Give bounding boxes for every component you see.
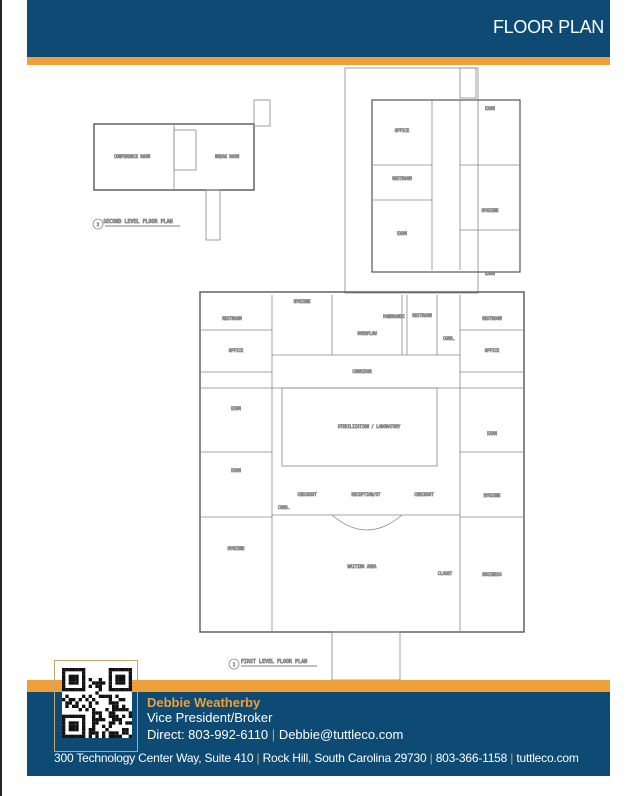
room-label: EXAM xyxy=(485,106,495,111)
header-accent-bar xyxy=(27,57,610,65)
room-label: EXAM xyxy=(485,271,495,276)
room-label: PANORAMIC xyxy=(383,314,405,319)
room-label: WAITING AREA xyxy=(348,564,377,569)
email-link[interactable]: Debbie@tuttleco.com xyxy=(278,727,404,742)
room-label: RESTROOM xyxy=(222,316,242,321)
room-label: OFFICE xyxy=(485,348,500,353)
room-label: CORR. xyxy=(278,505,290,510)
qr-code[interactable] xyxy=(62,668,132,738)
agent-name: Debbie Weatherby xyxy=(147,695,261,710)
room-label: OFFICE xyxy=(229,348,244,353)
room-label: HYGIENE xyxy=(484,493,501,498)
room-label: CORRIDOR xyxy=(352,369,372,374)
room-label: BUSINESS xyxy=(482,572,502,577)
agent-contact: Direct: 803-992-6110 | Debbie@tuttleco.c… xyxy=(147,727,404,742)
room-label: CHECKOUT xyxy=(297,492,317,497)
room-label: CONFERENCE ROOM xyxy=(114,154,151,159)
agent-title: Vice President/Broker xyxy=(147,710,273,725)
company-address: 300 Technology Center Way, Suite 410 | R… xyxy=(54,751,579,765)
room-label: STERILIZATION / LABORATORY xyxy=(338,424,401,429)
room-label: OFFICE xyxy=(395,128,410,133)
room-label: OVERFLOW xyxy=(357,331,377,336)
room-label: BREAK ROOM xyxy=(215,154,240,159)
room-label: EXAM xyxy=(231,468,241,473)
room-label: CORR. xyxy=(443,336,455,341)
room-label: EXAM xyxy=(231,406,241,411)
first-level-plan: OFFICE RESTROOM EXAM EXAM HYGIENE EXAM R… xyxy=(199,67,525,681)
first-level-title: FIRST LEVEL FLOOR PLAN xyxy=(241,659,307,665)
room-label: EXAM xyxy=(397,231,407,236)
room-label: HYGIENE xyxy=(482,208,499,213)
plan-number-marker xyxy=(228,658,240,670)
room-label: RESTROOM xyxy=(482,316,502,321)
city-state: Rock Hill, South Carolina 29730 xyxy=(262,751,427,765)
room-label: RESTROOM xyxy=(392,176,412,181)
plan-number: 2 xyxy=(97,222,100,227)
office-phone[interactable]: 803-366-1158 xyxy=(435,751,508,765)
qr-frame xyxy=(54,660,138,752)
room-label: HYGIENE xyxy=(228,546,245,551)
plan-number: 1 xyxy=(233,662,236,667)
plan-number-marker xyxy=(92,218,104,230)
direct-phone[interactable]: Direct: 803-992-6110 xyxy=(147,727,269,742)
page-title: FLOOR PLAN xyxy=(492,17,604,37)
street-address: 300 Technology Center Way, Suite 410 xyxy=(54,751,254,765)
footer-accent-bar xyxy=(27,680,610,692)
room-label: CHECKOUT xyxy=(414,492,434,497)
header-banner: FLOOR PLAN xyxy=(27,0,610,57)
room-label: HYGIENE xyxy=(294,299,311,304)
room-label: EXAM xyxy=(487,431,497,436)
website-link[interactable]: tuttleco.com xyxy=(516,751,579,765)
room-label: RECEPTION/ST xyxy=(352,492,381,497)
second-level-title: SECOND LEVEL FLOOR PLAN xyxy=(103,219,172,225)
room-label: CLOSET xyxy=(438,571,453,576)
room-label: RESTROOM xyxy=(412,313,432,318)
second-level-plan: CONFERENCE ROOM BREAK ROOM 2 SECOND LEVE… xyxy=(92,99,271,241)
